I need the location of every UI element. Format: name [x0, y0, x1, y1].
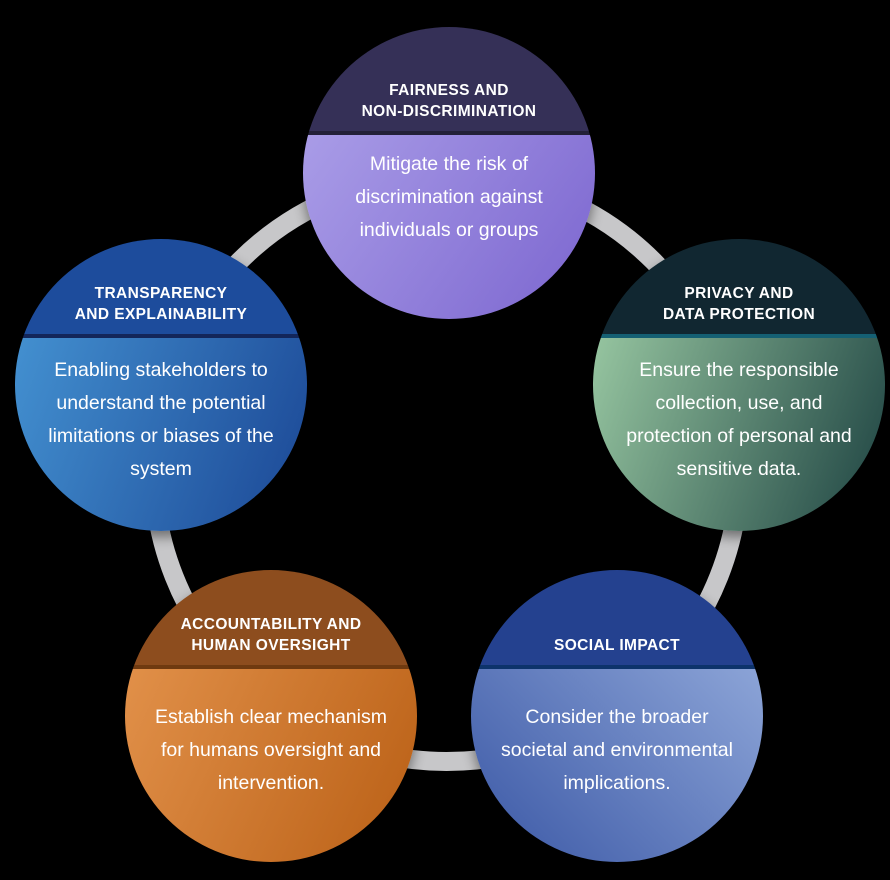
node-privacy-circle: PRIVACY AND DATA PROTECTION Ensure the r…	[593, 239, 885, 531]
node-social-impact-description: Consider the broader societal and enviro…	[501, 706, 733, 794]
node-social-impact-body: Consider the broader societal and enviro…	[471, 669, 763, 862]
node-transparency-title: TRANSPARENCY AND EXPLAINABILITY	[74, 285, 248, 323]
node-transparency-description: Enabling stakeholders to understand the …	[48, 358, 274, 480]
node-privacy-description: Ensure the responsible collection, use, …	[626, 358, 852, 480]
node-accountability-title: ACCOUNTABILITY AND HUMAN OVERSIGHT	[180, 616, 362, 654]
node-fairness-header: FAIRNESS AND NON-DISCRIMINATION	[303, 27, 595, 131]
node-social-impact-title: SOCIAL IMPACT	[553, 637, 681, 654]
node-fairness-description: Mitigate the risk of discrimination agai…	[355, 152, 543, 241]
node-privacy-separator	[593, 334, 885, 338]
node-accountability-separator	[125, 665, 417, 669]
node-social-impact-circle: SOCIAL IMPACT Consider the broader socie…	[471, 570, 763, 862]
node-fairness-title: FAIRNESS AND NON-DISCRIMINATION	[361, 82, 537, 120]
node-transparency-circle: TRANSPARENCY AND EXPLAINABILITY Enabling…	[15, 239, 307, 531]
node-fairness-circle: FAIRNESS AND NON-DISCRIMINATION Mitigate…	[303, 27, 595, 319]
node-transparency-separator	[15, 334, 307, 338]
node-social-impact-separator	[471, 665, 763, 669]
node-privacy-title: PRIVACY AND DATA PROTECTION	[662, 285, 816, 323]
node-accountability-circle: ACCOUNTABILITY AND HUMAN OVERSIGHT Estab…	[125, 570, 417, 862]
node-fairness-separator	[303, 131, 595, 135]
node-accountability-body: Establish clear mechanism for humans ove…	[125, 669, 417, 862]
node-accountability-description: Establish clear mechanism for humans ove…	[155, 706, 387, 794]
